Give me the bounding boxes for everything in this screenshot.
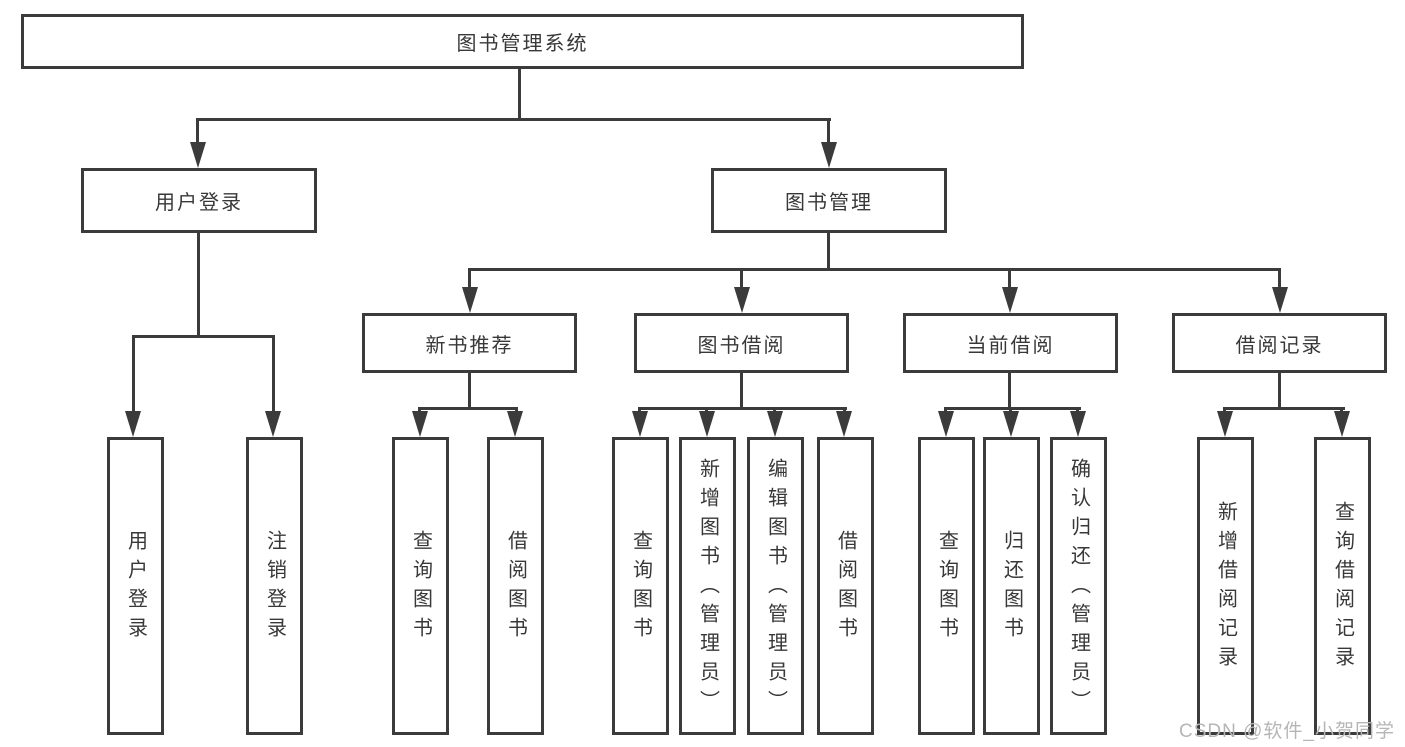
connector-line (740, 373, 743, 407)
connector-line (468, 268, 1281, 271)
leaf-query-books-a: 查询图书 (392, 437, 449, 735)
leaf-edit-books-admin: 编辑图书（管理员） (747, 437, 804, 735)
connector-line (740, 268, 743, 292)
leaf-borrow-books-a-label: 借阅图书 (504, 530, 527, 646)
leaf-query-books-a-label: 查询图书 (409, 530, 432, 646)
connector-line (418, 407, 518, 410)
connector-line (1008, 268, 1011, 292)
node-book-management-label: 图书管理 (785, 192, 873, 214)
leaf-confirm-return-admin-label: 确认归还（管理员） (1067, 457, 1090, 719)
arrow-down-icon (734, 287, 750, 313)
leaf-query-books-c-label: 查询图书 (935, 530, 958, 646)
node-user-login: 用户登录 (81, 168, 317, 233)
leaf-query-borrow-record: 查询借阅记录 (1314, 437, 1371, 735)
node-borrowing-records-label: 借阅记录 (1235, 334, 1324, 357)
node-book-borrowing-label: 图书借阅 (697, 334, 786, 357)
leaf-query-books-c: 查询图书 (918, 437, 975, 735)
leaf-query-books-b-label: 查询图书 (629, 530, 652, 646)
node-root-label: 图书管理系统 (456, 33, 589, 55)
connector-line (132, 335, 275, 338)
arrow-down-icon (507, 411, 523, 437)
leaf-confirm-return-admin: 确认归还（管理员） (1050, 437, 1107, 735)
leaf-borrow-books-a: 借阅图书 (487, 437, 544, 735)
connector-line (196, 118, 199, 146)
arrow-down-icon (1003, 411, 1019, 437)
node-user-login-label: 用户登录 (155, 192, 243, 214)
node-root: 图书管理系统 (21, 14, 1024, 69)
arrow-down-icon (1002, 287, 1018, 313)
connector-line (638, 407, 847, 410)
connector-line (1278, 268, 1281, 292)
connector-line (827, 118, 830, 146)
arrow-down-icon (1334, 411, 1350, 437)
leaf-user-login: 用户登录 (107, 437, 164, 735)
connector-line (132, 335, 135, 415)
leaf-add-books-admin: 新增图书（管理员） (679, 437, 736, 735)
arrow-down-icon (699, 411, 715, 437)
connector-line (518, 69, 521, 118)
leaf-add-books-admin-label: 新增图书（管理员） (696, 457, 719, 719)
node-book-borrowing: 图书借阅 (634, 313, 849, 373)
arrow-down-icon (1070, 411, 1086, 437)
node-borrowing-records: 借阅记录 (1172, 313, 1387, 373)
leaf-borrow-books-b: 借阅图书 (817, 437, 874, 735)
leaf-add-borrow-record: 新增借阅记录 (1197, 437, 1254, 735)
arrow-down-icon (1217, 411, 1233, 437)
csdn-watermark: CSDN @软件_小贺同学 (1179, 721, 1395, 742)
node-new-book-recommend: 新书推荐 (362, 313, 577, 373)
connector-line (197, 233, 200, 335)
connector-line (196, 118, 831, 121)
arrow-down-icon (821, 142, 837, 168)
node-book-management: 图书管理 (711, 168, 947, 233)
leaf-add-borrow-record-label: 新增借阅记录 (1214, 501, 1237, 675)
arrow-down-icon (938, 411, 954, 437)
leaf-user-login-label: 用户登录 (124, 530, 147, 646)
leaf-query-books-b: 查询图书 (612, 437, 669, 735)
arrow-down-icon (125, 411, 141, 437)
arrow-down-icon (265, 411, 281, 437)
arrow-down-icon (836, 411, 852, 437)
leaf-borrow-books-b-label: 借阅图书 (834, 530, 857, 646)
arrow-down-icon (190, 142, 206, 168)
arrow-down-icon (767, 411, 783, 437)
arrow-down-icon (1272, 287, 1288, 313)
node-current-borrowing: 当前借阅 (903, 313, 1118, 373)
leaf-logout-label: 注销登录 (263, 530, 286, 646)
arrow-down-icon (462, 287, 478, 313)
node-current-borrowing-label: 当前借阅 (966, 334, 1055, 357)
connector-line (827, 233, 830, 268)
arrow-down-icon (632, 411, 648, 437)
connector-line (1008, 373, 1011, 407)
leaf-return-books: 归还图书 (983, 437, 1040, 735)
leaf-logout: 注销登录 (246, 437, 303, 735)
connector-line (468, 268, 471, 292)
connector-line (1278, 373, 1281, 407)
arrow-down-icon (412, 411, 428, 437)
leaf-query-borrow-record-label: 查询借阅记录 (1331, 501, 1354, 675)
connector-line (272, 335, 275, 415)
leaf-return-books-label: 归还图书 (1000, 530, 1023, 646)
connector-line (944, 407, 1081, 410)
connector-line (468, 373, 471, 407)
connector-line (1223, 407, 1345, 410)
node-new-book-recommend-label: 新书推荐 (425, 334, 514, 357)
leaf-edit-books-admin-label: 编辑图书（管理员） (764, 457, 787, 719)
